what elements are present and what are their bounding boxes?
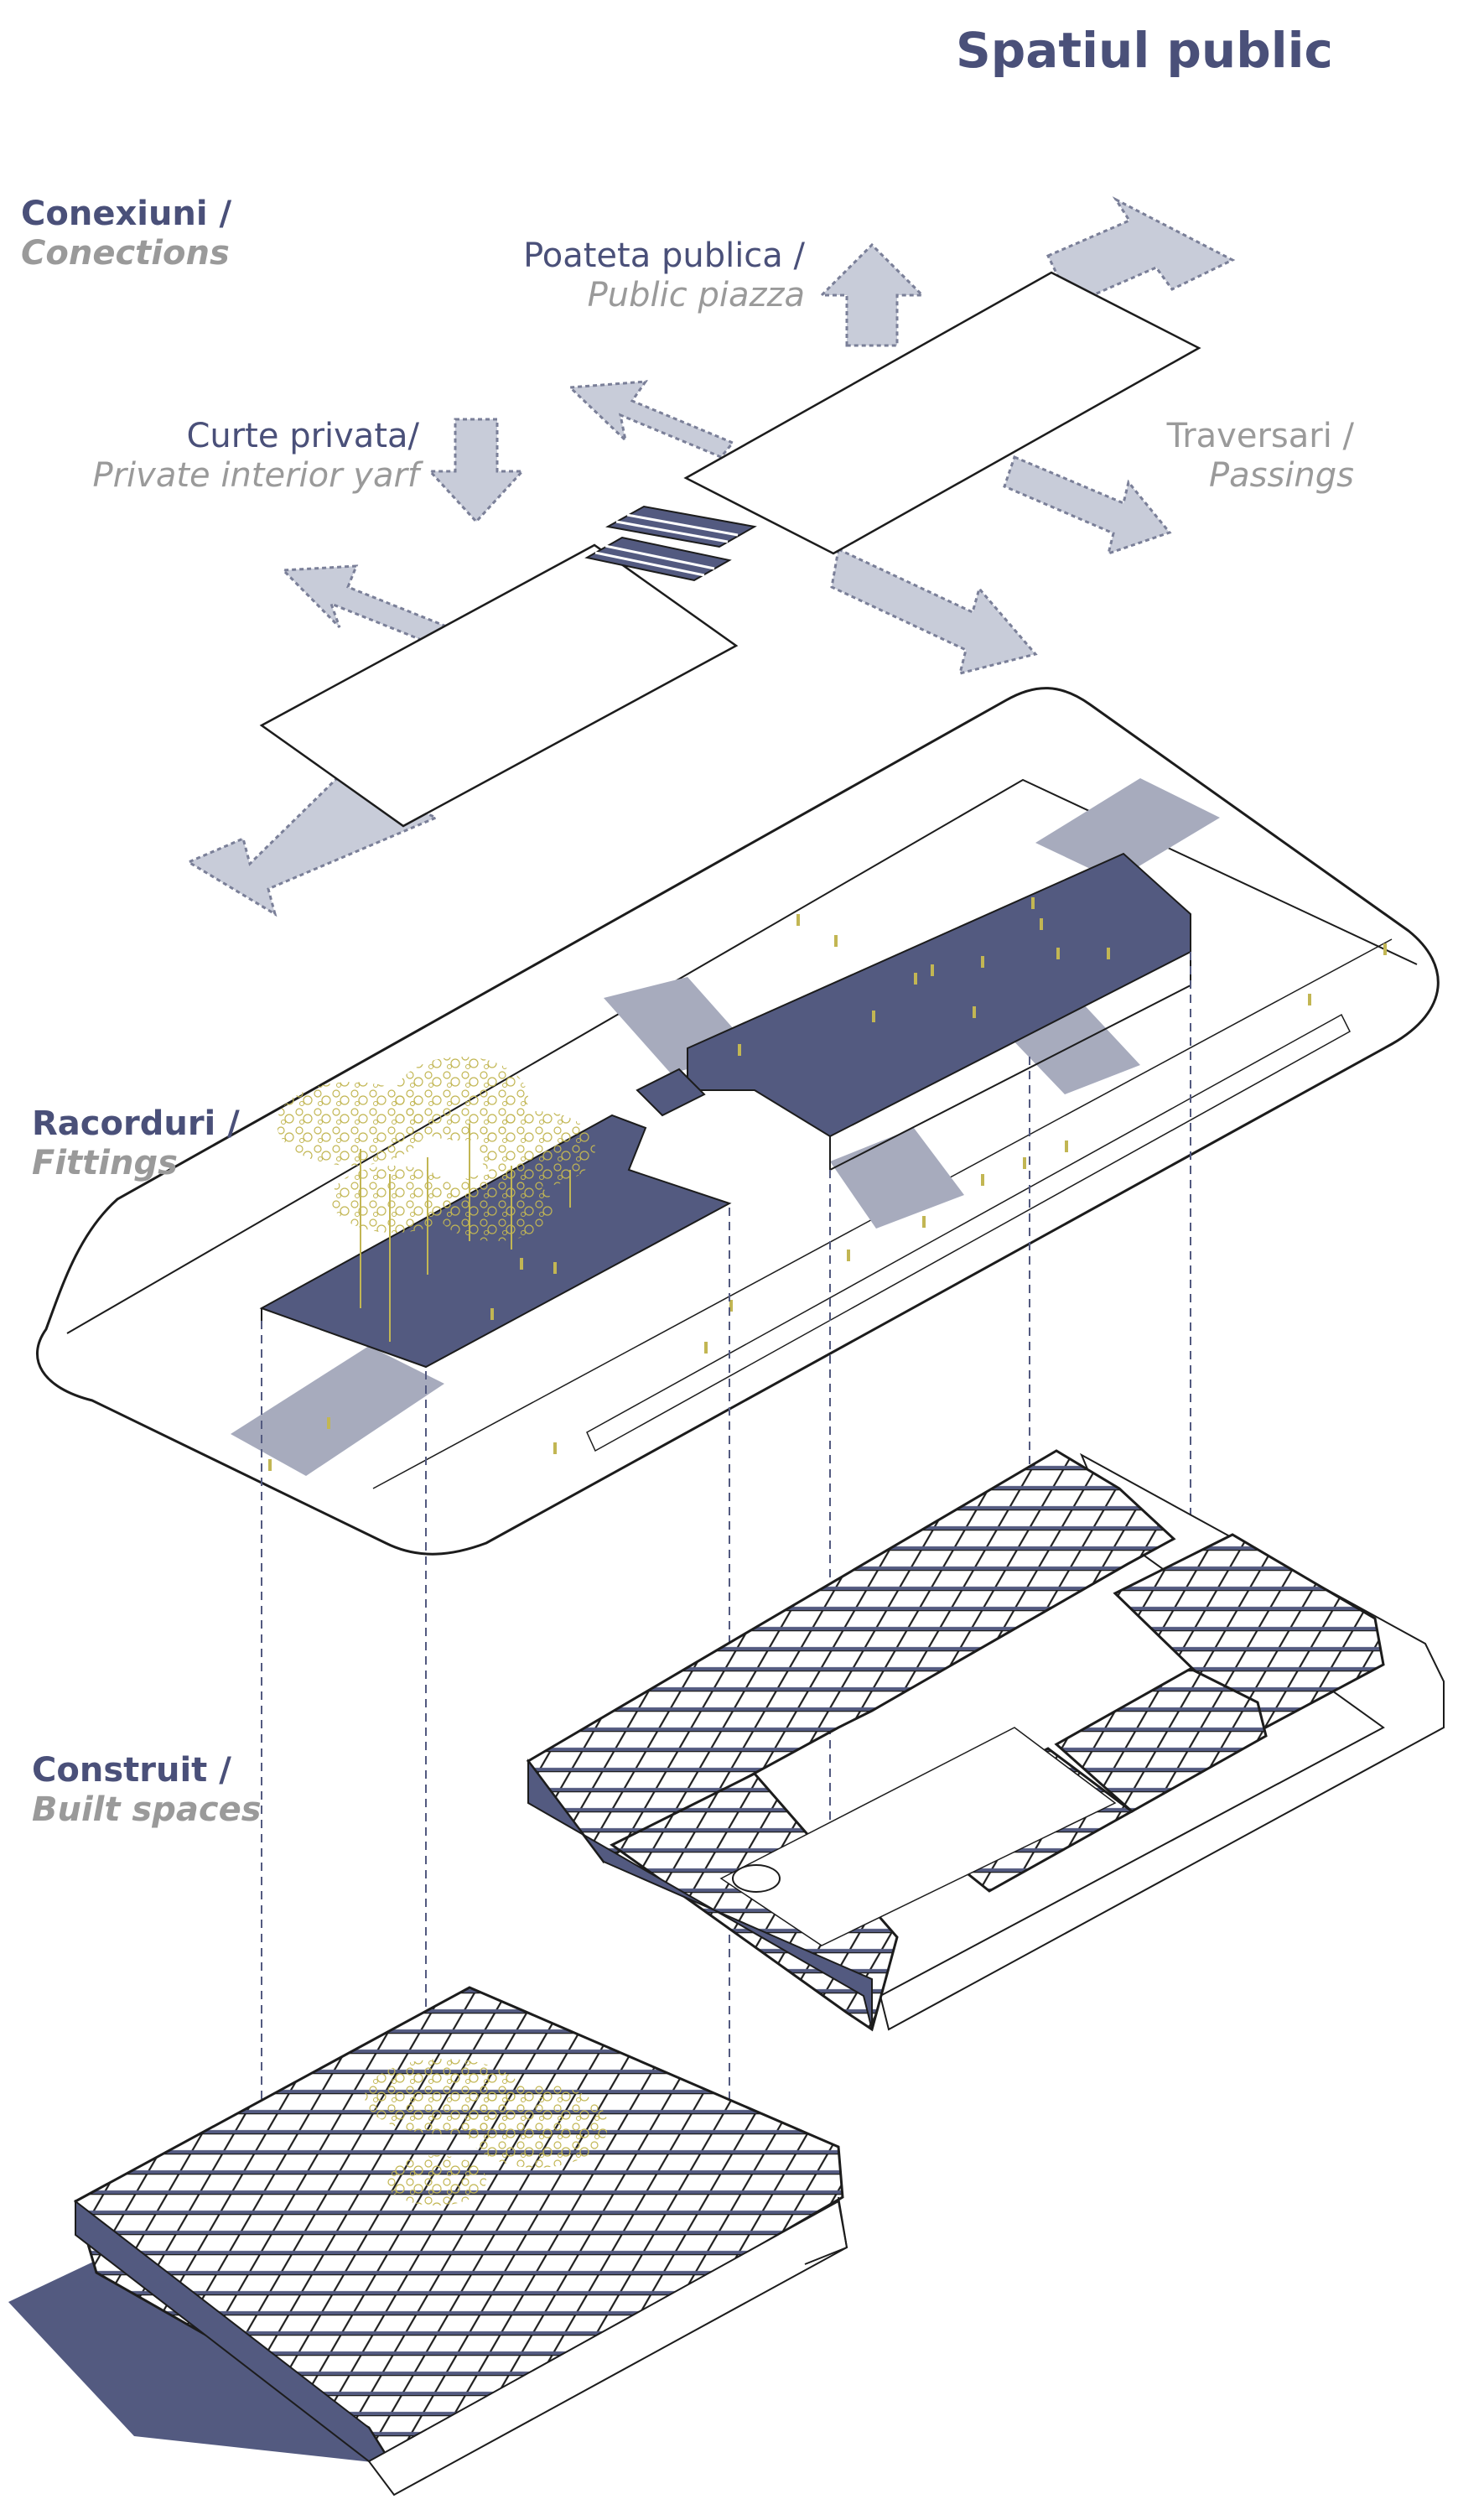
annotation-sub: Private interior yarf — [92, 456, 419, 496]
arrow-downright — [830, 547, 1038, 676]
built-block-lower — [8, 1986, 848, 2497]
layer-label-connections: Conexiuni / Conections — [21, 195, 231, 273]
fitting-plaza-upper — [687, 852, 1191, 1138]
annotation-main: Poateta publica / — [523, 236, 805, 275]
built-block-upper — [526, 1449, 1445, 2032]
passage-band-sw — [231, 1346, 444, 1476]
arrow-right-passings — [1003, 455, 1172, 556]
annotation-courtyard: Curte privata/ Private interior yarf — [75, 417, 419, 496]
layer-label-sub: Fittings — [32, 1144, 178, 1183]
stair-link — [584, 505, 757, 582]
annotation-main: Traversari / — [1166, 417, 1354, 455]
page-title: Spatiul public — [956, 22, 1333, 79]
layer-label-fittings: Racorduri / Fittings — [32, 1104, 240, 1183]
arrow-down-courtyard — [427, 418, 526, 524]
annotation-piazza: Poateta publica / Public piazza — [419, 236, 805, 315]
annotation-passings: Traversari / Passings — [1090, 417, 1354, 496]
trees-built — [365, 2059, 608, 2206]
connection-plate-upper — [683, 271, 1201, 555]
layer-label-sub: Conections — [21, 234, 230, 273]
arrow-up-piazza — [818, 242, 926, 347]
annotation-sub: Public piazza — [587, 276, 805, 315]
connections-layer — [185, 196, 1236, 917]
people-figures — [268, 897, 1387, 1471]
fittings-layer — [36, 687, 1440, 1556]
layer-label-built: Construit / Built spaces — [32, 1751, 262, 1830]
annotation-sub: Passings — [1208, 456, 1354, 496]
fitting-plaza-lower — [259, 1114, 732, 1369]
trees-cluster — [277, 1057, 595, 1342]
site-outline — [36, 687, 1440, 1556]
arrow-downleft-large — [185, 774, 439, 917]
layer-label-main: Conexiuni / — [21, 195, 232, 233]
arrow-upleft-top — [567, 380, 735, 459]
passage-band-mid2 — [830, 1128, 964, 1229]
layer-label-main: Construit / — [32, 1751, 231, 1790]
fitting-connector — [636, 1068, 706, 1117]
layer-label-sub: Built spaces — [32, 1790, 262, 1830]
annotation-main: Curte privata/ — [186, 417, 419, 455]
arrow-upleft-mid — [280, 564, 455, 647]
passage-band-ne — [1035, 778, 1220, 881]
layer-label-main: Racorduri / — [32, 1104, 240, 1143]
connection-plate-lower — [259, 543, 739, 828]
